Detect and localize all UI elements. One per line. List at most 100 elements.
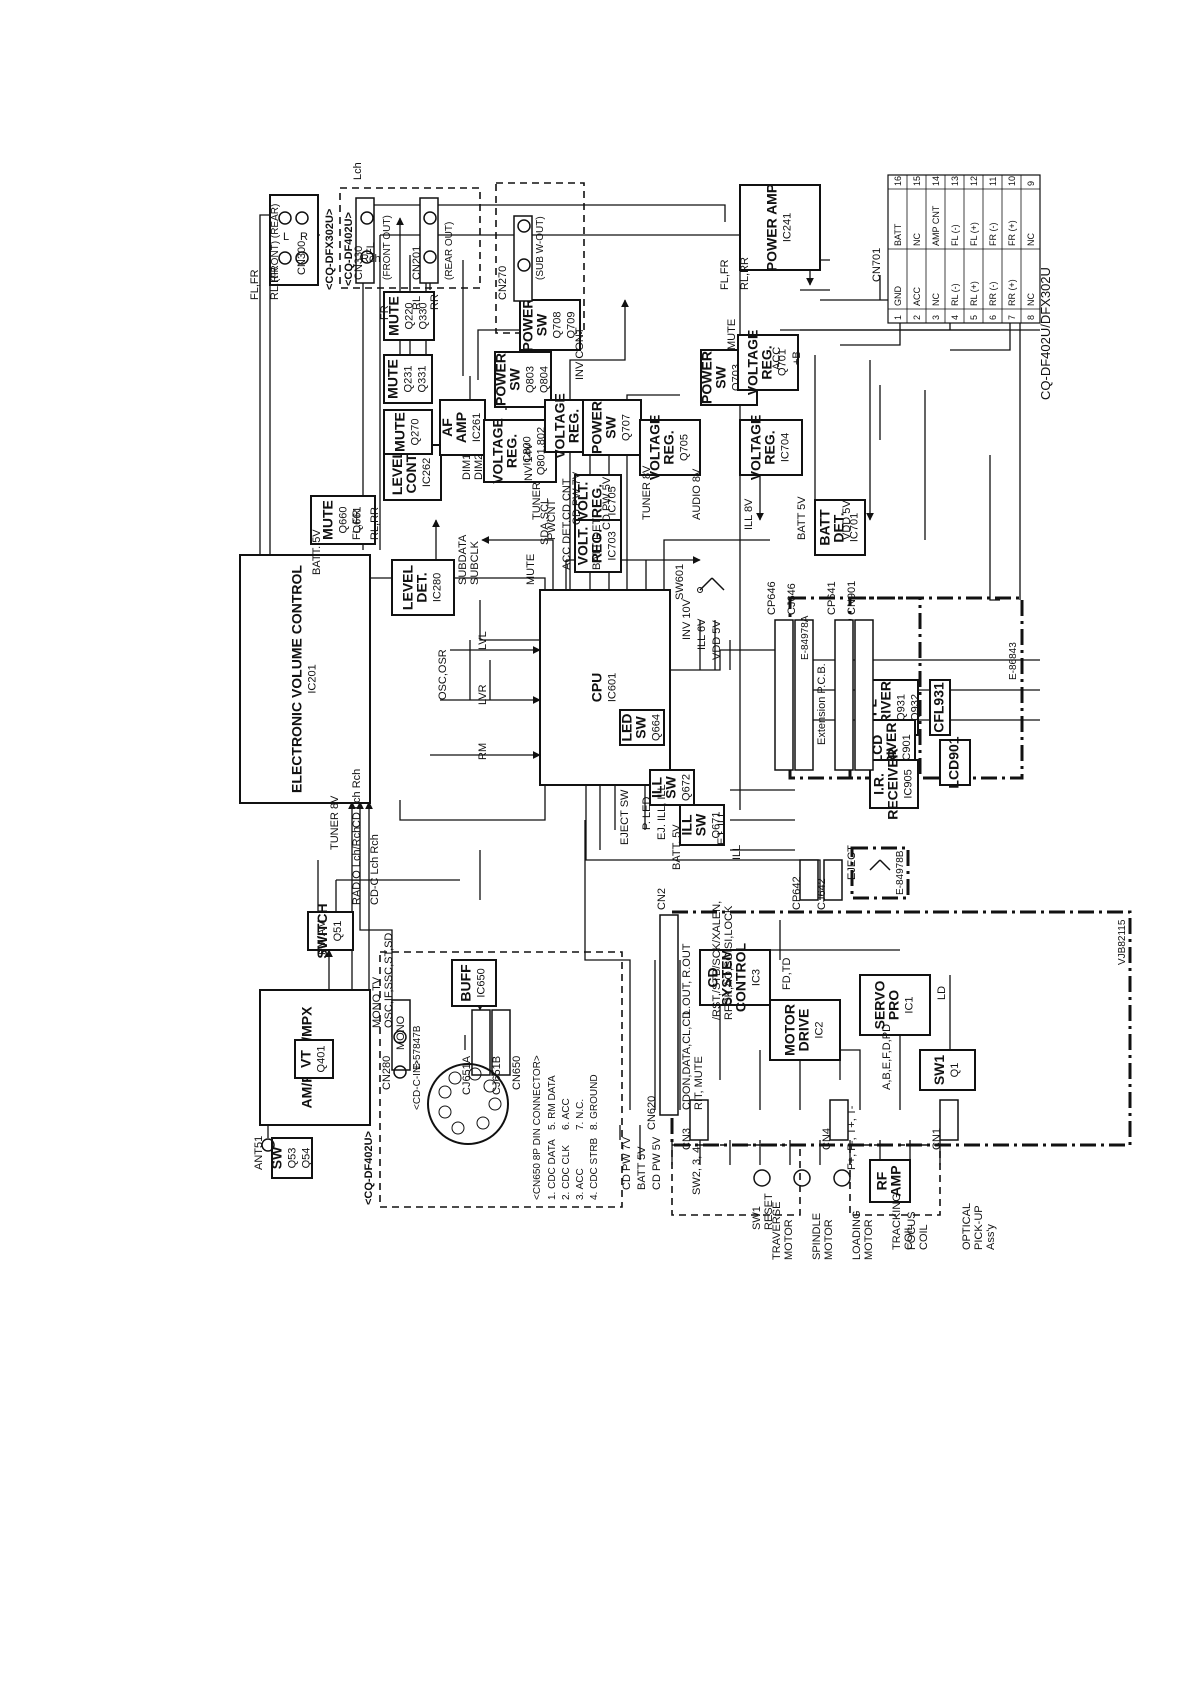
cn4-label: CN4 (821, 1128, 833, 1150)
df402u-top-label: <CQ-DF402U> (343, 212, 355, 286)
vreg-ic704-ref: IC704 (780, 433, 792, 462)
l-out-label: L.OUT, R.OUT (681, 943, 693, 1015)
batt-5v-in-label: BATT. 5V (311, 529, 323, 575)
vt-title: VT (298, 1050, 314, 1068)
level-det-title: DET. (414, 572, 430, 602)
fl-fr-b-label: FL,FR (249, 269, 261, 300)
ill-sw-672-ref: Q672 (681, 774, 693, 801)
subw-out-label: (SUB W-OUT) (535, 216, 546, 280)
buff-box (451, 959, 497, 1007)
volt-ic703-title: REG. (589, 529, 605, 563)
psw-q708-ref: Q708 (552, 312, 564, 339)
cp646-connector (774, 619, 794, 771)
psw-q707-box (582, 399, 642, 456)
mute-q231-box (383, 354, 433, 404)
lvl-label: LVL (477, 631, 489, 650)
mute-q231-ref: Q331 (417, 366, 429, 393)
psw-q708-title: SW (534, 313, 550, 336)
cn701-cell: 9 (1026, 181, 1036, 186)
mono-tv-label: MONO TV (371, 976, 383, 1028)
mute-q231-title: MUTE (385, 359, 401, 399)
ill6v-label: ILL 6V (696, 618, 708, 650)
vjb82115-label: VJB82115 (1117, 919, 1128, 965)
front-out-rch-jack-icon (360, 250, 374, 264)
din-connector-icon (427, 1063, 509, 1145)
cn701-cell: 1 (893, 315, 903, 320)
level-cont-title: CONT. (403, 452, 419, 494)
psw-q707-title: SW (603, 415, 619, 438)
sw-q53-box (271, 1137, 313, 1179)
cn701-cell: FL (-) (950, 224, 960, 246)
dfx302u-top-label: <CQ-DFX302U> (324, 209, 336, 290)
cd-sys-title: SYSTEM (719, 949, 735, 1007)
ill-sw-672-box (649, 769, 695, 806)
osc-osr-label: OSC,OSR (437, 649, 449, 700)
traverse-label: MOTOR (783, 1219, 795, 1260)
psw-q708-title: POWER (520, 299, 536, 352)
cn701-cell: 8 (1026, 315, 1036, 320)
spindle-label: SPINDLE (811, 1213, 823, 1260)
level-det-box (391, 559, 455, 616)
cn701-cell: 13 (950, 176, 960, 186)
power-amp-ref: IC241 (782, 213, 794, 242)
switch-title: SWITCH (314, 903, 330, 958)
abef-label: A,B,E,F,D,PD (881, 1024, 893, 1090)
fl-label: FL (365, 242, 377, 255)
psw-q803-title: SW (507, 367, 523, 390)
cpu-ref: IC601 (607, 673, 619, 702)
ill-sw-671-title: ILL (679, 814, 695, 835)
vreg-ic800-title: REG. (504, 434, 520, 468)
cdc-pinout-title: <CN650 8P DIN CONNECTOR> (532, 1055, 543, 1200)
vreg-ic702-title: REG. (566, 409, 582, 443)
rl-label: RL (411, 296, 423, 310)
sw1-box (919, 1049, 976, 1091)
inv-cont-label: INV CONT (574, 327, 586, 380)
evc-ref: IC201 (307, 664, 319, 693)
buff-ref: IC650 (476, 968, 488, 997)
vreg-q701-title: REG. (759, 345, 775, 379)
psw-q803-ref: Q804 (539, 366, 551, 393)
traverse-motor-icon (753, 1169, 771, 1187)
radio-lch-label: RADIO Lch/Rch (351, 827, 363, 905)
cj651b-label: CJ651B (491, 1056, 503, 1095)
volt-ic705-box (574, 474, 622, 528)
cn620-label: CN620 (646, 1096, 658, 1130)
cn701-cell: 6 (988, 315, 998, 320)
cd-c-lch-label: CD-C Lch Rch (369, 834, 381, 905)
motor-drive-box (769, 999, 841, 1061)
cn701-cell: 4 (950, 315, 960, 320)
cn3-connector (689, 1099, 709, 1141)
batt-det-title: BATT (817, 509, 833, 546)
traverse-label: TRAVERSE (771, 1202, 783, 1260)
ir-title: I.R. (871, 773, 887, 795)
cn701-cell: FR (-) (988, 223, 998, 247)
pwcnt-label: PWCNT (546, 499, 558, 540)
cj651a-label: CJ651A (461, 1055, 473, 1095)
vreg-ic800-title: VOLTAGE (490, 418, 506, 484)
cdc-lch-jack-icon (393, 1030, 407, 1044)
cn701-cell: 7 (1007, 315, 1017, 320)
cdc-pin-3: 3. ACC (575, 1168, 586, 1200)
ill-sw-672-title: SW (663, 775, 679, 798)
eject-sw-label: EJECT SW (619, 789, 631, 845)
batt-det-box (814, 499, 866, 556)
cn701-cell: BATT (893, 223, 903, 246)
cj642-label: CJ642 (816, 878, 828, 910)
pickup-label: Ass'y (985, 1224, 997, 1250)
eject-switch-icon (869, 859, 891, 871)
tracking-label: COIL (903, 1224, 915, 1250)
switch-box (307, 911, 354, 951)
vreg-ic702-title: VOLTAGE (552, 393, 568, 459)
tracking-label: TRACKING (891, 1193, 903, 1250)
cn701-cell: NC (912, 233, 922, 246)
vreg-q705-ref: Q705 (679, 434, 691, 461)
ir-box (869, 759, 919, 809)
cn701-cell: 14 (931, 176, 941, 186)
cdc-pin-5: 5. RM DATA (547, 1075, 558, 1130)
